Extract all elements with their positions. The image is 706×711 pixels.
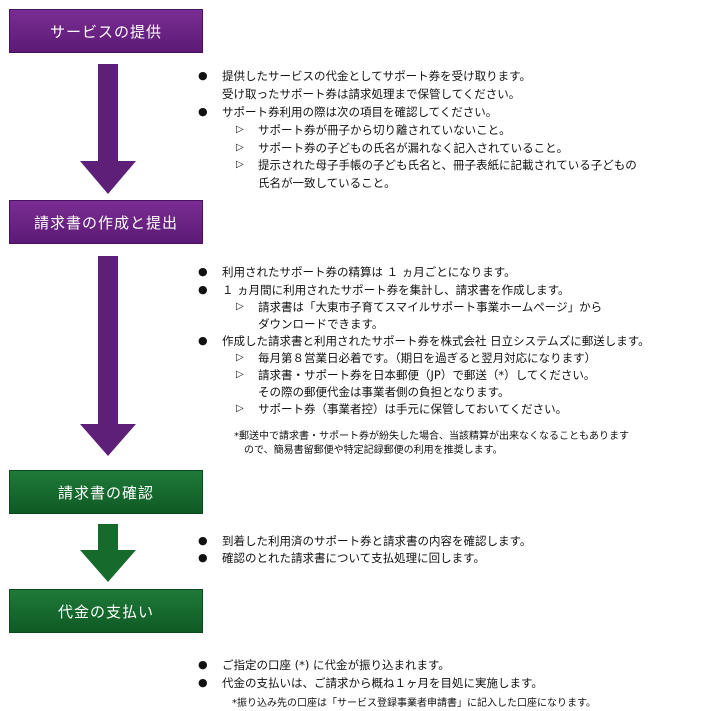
text-line: 提供したサービスの代金としてサポート券を受け取ります。 (222, 69, 532, 83)
step-invoice-confirmation: 請求書の確認 (9, 470, 203, 514)
step-label: 代金の支払い (57, 602, 154, 621)
text-line: 到着した利用済のサポート券と請求書の内容を確認します。 (222, 534, 532, 548)
step-label: 請求書の作成と提出 (33, 213, 178, 232)
text-line: 請求書は「大東市子育てスマイルサポート事業ホームページ」から (258, 300, 603, 314)
text-line: 作成した請求書と利用されたサポート券を株式会社 日立システムズに郵送します。 (222, 334, 650, 348)
arrow-down-icon (80, 524, 136, 582)
text-line: 提示された母子手帳の子ども氏名と、冊子表紙に記載されている子どもの (258, 158, 637, 172)
bullet-icon: ● (198, 676, 208, 689)
bullet-icon: ● (198, 69, 208, 82)
text-line: その際の郵便代金は事業者側の負担となります。 (258, 385, 510, 399)
triangle-bullet-icon: ▷ (236, 301, 244, 312)
step-payment: 代金の支払い (9, 589, 203, 633)
step-invoice-creation: 請求書の作成と提出 (9, 200, 203, 244)
triangle-bullet-icon: ▷ (236, 369, 244, 380)
text-line: サポート券が冊子から切り離されていないこと。 (258, 123, 511, 137)
note-text: *郵送中で請求書・サポート券が紛失した場合、当該精算が出来なくなることもあります (234, 431, 629, 442)
bullet-icon: ● (198, 105, 208, 118)
text-line: 受け取ったサポート券は請求処理まで保管してください。 (222, 87, 521, 101)
text-line: サポート券の子どもの氏名が漏れなく記入されていること。 (258, 141, 569, 155)
triangle-bullet-icon: ▷ (236, 352, 244, 363)
text-line: 確認のとれた請求書について支払処理に回します。 (222, 551, 486, 565)
triangle-bullet-icon: ▷ (236, 159, 244, 170)
text-line: サポート券利用の際は次の項目を確認してください。 (222, 105, 498, 119)
arrow-down-icon (80, 256, 136, 456)
text-line: ご指定の口座 (*) に代金が振り込まれます。 (222, 658, 450, 672)
arrow-down-icon (80, 64, 136, 194)
text-line: １ ヵ月間に利用されたサポート券を集計し、請求書を作成します。 (222, 283, 570, 297)
text-line: 毎月第８営業日必着です。（期日を過ぎると翌月対応になります） (258, 351, 597, 365)
bullet-icon: ● (198, 265, 208, 278)
step-service-provision: サービスの提供 (9, 9, 203, 53)
triangle-bullet-icon: ▷ (236, 124, 244, 135)
step-label: 請求書の確認 (57, 483, 154, 502)
triangle-bullet-icon: ▷ (236, 403, 244, 414)
text-line: 利用されたサポート券の精算は １ ヵ月ごとになります。 (222, 265, 516, 279)
text-line: 請求書・サポート券を日本郵便（JP）で郵送（*）してください。 (258, 368, 596, 382)
text-line: 代金の支払いは、ご請求から概ね１ヶ月を目処に実施します。 (222, 676, 543, 690)
note-text: ので、簡易書留郵便や特定記録郵便の利用を推奨します。 (244, 445, 503, 456)
bullet-icon: ● (198, 534, 208, 547)
bullet-icon: ● (198, 283, 208, 296)
note-text: *振り込み先の口座は「サービス登録事業者申請書」に記入した口座になります。 (232, 698, 596, 709)
text-line: ダウンロードできます。 (258, 317, 384, 331)
text-line: 氏名が一致していること。 (258, 176, 396, 190)
bullet-icon: ● (198, 658, 208, 671)
bullet-icon: ● (198, 334, 208, 347)
bullet-icon: ● (198, 551, 208, 564)
text-line: サポート券（事業者控）は手元に保管しておいてください。 (258, 402, 568, 416)
step-label: サービスの提供 (49, 22, 162, 41)
triangle-bullet-icon: ▷ (236, 142, 244, 153)
